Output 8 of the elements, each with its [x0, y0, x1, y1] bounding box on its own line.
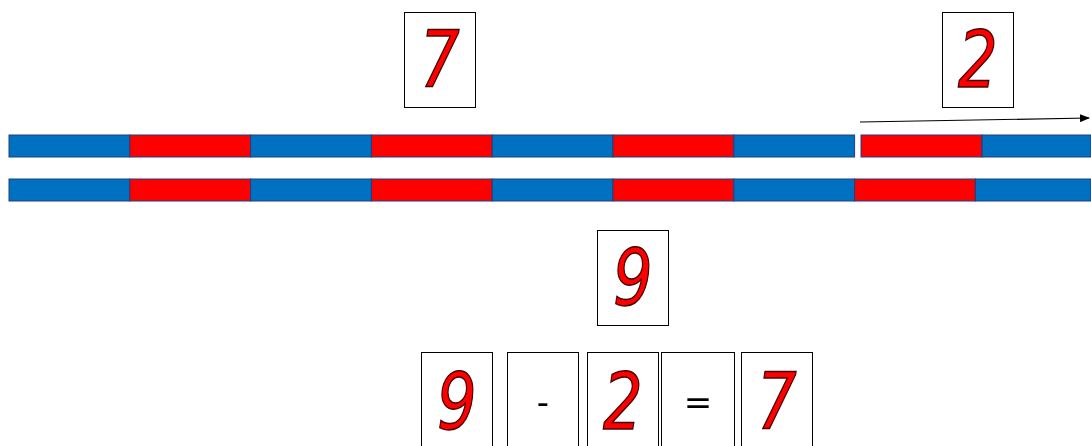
operator-label: - — [536, 382, 550, 422]
number-label: 7 — [420, 15, 460, 105]
number-label: 9 — [437, 357, 477, 446]
number-label: 9 — [613, 233, 653, 323]
number-label: 2 — [603, 357, 643, 446]
number-label: 7 — [757, 357, 797, 446]
number-label: 2 — [958, 15, 998, 105]
operator-label: = — [683, 382, 713, 422]
